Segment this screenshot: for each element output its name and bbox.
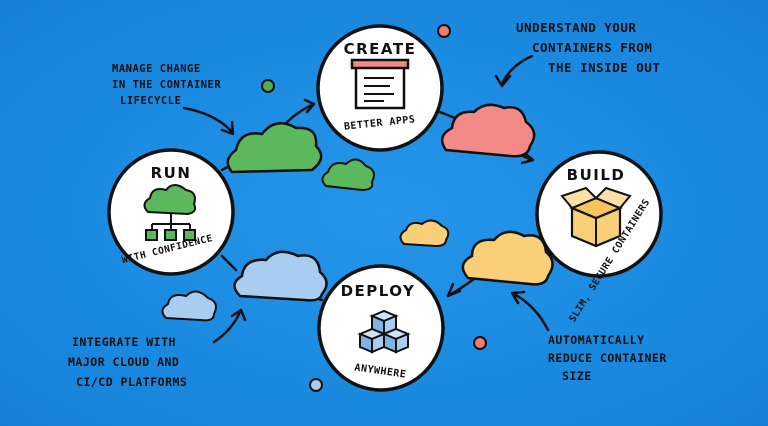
node-deploy: DEPLOY ANYWHERE (317, 264, 445, 392)
node-deploy-title: DEPLOY (341, 282, 416, 300)
document-icon (350, 58, 410, 110)
arrowhead (446, 282, 462, 298)
annotation-arrow (182, 106, 234, 134)
annotation-line: IN THE CONTAINER (112, 79, 221, 91)
annotation-arrow-head (230, 308, 247, 322)
annotation-line: INTEGRATE WITH (72, 335, 176, 349)
annotation-arrow (500, 54, 534, 86)
annotation-arrow-head (220, 120, 235, 136)
node-build-title: BUILD (567, 166, 626, 184)
node-build: BUILD SLIM, SECURE CONTAINERS (535, 150, 663, 324)
cloud-network-icon (143, 184, 197, 241)
cloud-pink (440, 103, 536, 158)
cloud-yellow-large (461, 230, 554, 286)
box-icon (560, 186, 632, 248)
cloud-blue-large (233, 250, 328, 302)
node-run: RUN WITH CONFIDENCE (107, 148, 235, 276)
annotation-arrow-head (494, 74, 512, 88)
cloud-green-small (321, 158, 375, 192)
annotation-top-left: MANAGE CHANGE IN THE CONTAINER LIFECYCLE (112, 63, 221, 107)
annotation-line: MAJOR CLOUD AND (68, 355, 179, 369)
annotation-line: THE INSIDE OUT (548, 60, 660, 75)
annotation-line: AUTOMATICALLY (548, 333, 645, 347)
cloud-blue-small (161, 290, 217, 322)
cloud-yellow-small (399, 219, 450, 248)
cubes-icon (357, 309, 411, 354)
arrowhead (520, 150, 535, 165)
annotation-line: SIZE (562, 369, 592, 383)
annotation-line: LIFECYCLE (120, 95, 181, 107)
connector-line (220, 254, 238, 272)
annotation-line: REDUCE CONTAINER (548, 351, 667, 365)
annotation-line: CI/CD PLATFORMS (76, 375, 187, 389)
annotation-arrow (212, 310, 242, 344)
annotation-bottom-left: INTEGRATE WITH MAJOR CLOUD AND CI/CD PLA… (68, 335, 187, 389)
decor-dot (261, 79, 275, 93)
annotation-bottom-right: AUTOMATICALLY REDUCE CONTAINER SIZE (548, 333, 667, 383)
decor-dot (473, 336, 487, 350)
connector-line (285, 102, 316, 124)
cloud-green-large (226, 121, 323, 174)
annotation-line: CONTAINERS FROM (532, 40, 652, 55)
decor-dot (309, 378, 323, 392)
annotation-top-right: UNDERSTAND YOUR CONTAINERS FROM THE INSI… (516, 20, 660, 75)
node-create: CREATE BETTER APPS (316, 24, 444, 152)
decor-dot (437, 24, 451, 38)
node-create-title: CREATE (344, 40, 417, 58)
node-run-title: RUN (151, 164, 192, 182)
arrowhead (303, 98, 316, 114)
annotation-line: UNDERSTAND YOUR (516, 20, 636, 35)
annotation-arrow-head (510, 290, 526, 305)
annotation-arrow (512, 292, 550, 332)
annotation-line: MANAGE CHANGE (112, 63, 201, 75)
